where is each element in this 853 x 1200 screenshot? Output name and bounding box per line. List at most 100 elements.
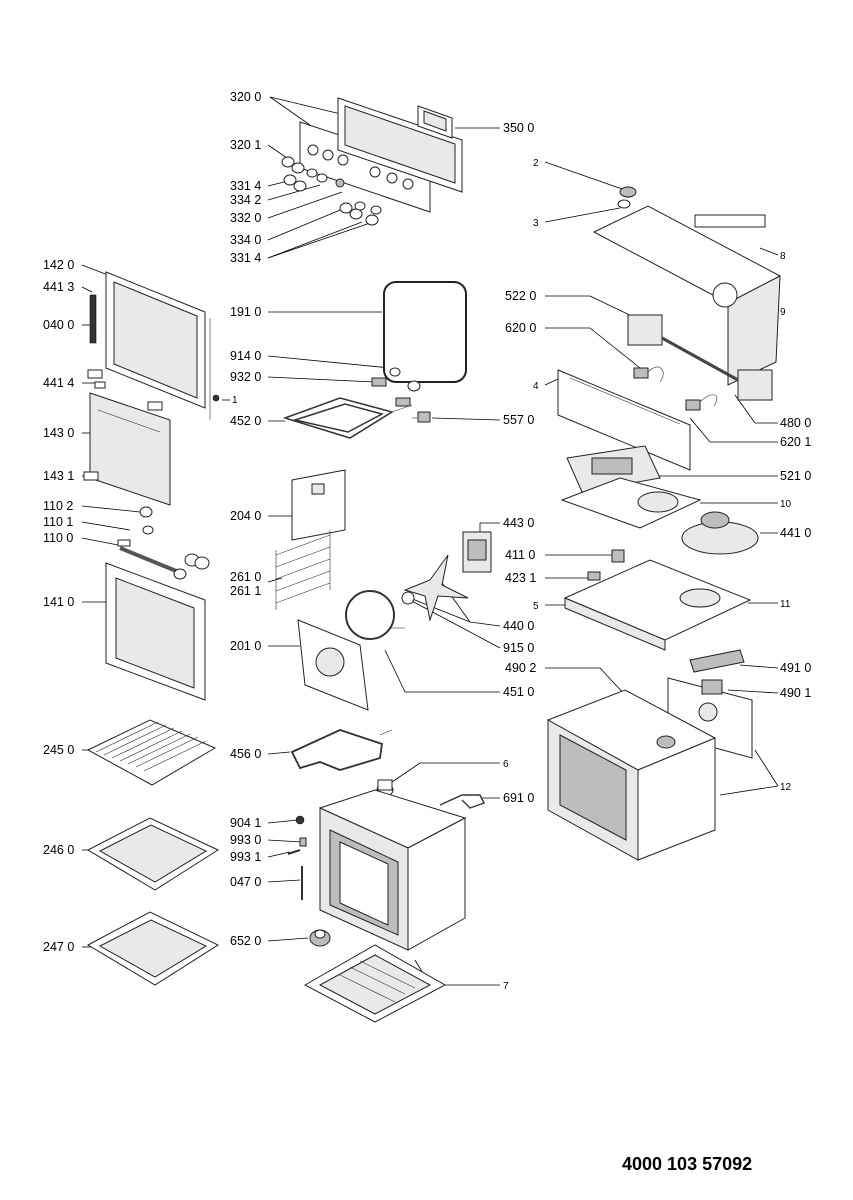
callout-number: 3 bbox=[533, 218, 539, 229]
part-label: 441 4 bbox=[43, 376, 74, 390]
part-label: 110 1 bbox=[43, 515, 73, 529]
fan-motor bbox=[462, 531, 492, 573]
callout-number: 12 bbox=[780, 782, 792, 793]
part-label: 261 0 bbox=[230, 570, 261, 584]
part-label: 245 0 bbox=[43, 743, 74, 757]
part-label: 480 0 bbox=[780, 416, 811, 430]
fan-cover bbox=[297, 619, 369, 711]
part-label: 110 0 bbox=[43, 531, 73, 545]
callout-number: 10 bbox=[780, 499, 792, 510]
oven-cavity bbox=[318, 789, 467, 951]
part-label: 320 1 bbox=[230, 138, 261, 152]
wiring-connectors bbox=[633, 366, 718, 411]
support-bracket bbox=[557, 369, 691, 471]
part-label: 334 0 bbox=[230, 233, 261, 247]
part-label: 441 3 bbox=[43, 280, 74, 294]
callout-number: 6 bbox=[503, 759, 509, 770]
cooling-duct-bottom bbox=[563, 559, 752, 651]
part-label: 110 2 bbox=[43, 499, 73, 513]
top-cover-washers bbox=[617, 186, 637, 209]
part-label: 440 0 bbox=[503, 619, 534, 633]
part-label: 914 0 bbox=[230, 349, 261, 363]
part-label: 334 2 bbox=[230, 193, 261, 207]
part-label: 521 0 bbox=[780, 469, 811, 483]
fan-nut bbox=[401, 591, 415, 605]
part-label: 491 0 bbox=[780, 661, 811, 675]
part-label: 443 0 bbox=[503, 516, 534, 530]
part-label: 456 0 bbox=[230, 747, 261, 761]
terminal-block bbox=[689, 649, 745, 673]
part-label: 993 0 bbox=[230, 833, 261, 847]
part-label: 143 0 bbox=[43, 426, 74, 440]
leader-lines bbox=[81, 96, 779, 986]
callout-number: 1 bbox=[232, 395, 238, 406]
fan-blade bbox=[403, 554, 469, 622]
part-label: 201 0 bbox=[230, 639, 261, 653]
part-label: 451 0 bbox=[503, 685, 534, 699]
part-label: 247 0 bbox=[43, 940, 74, 954]
callout-number: 8 bbox=[780, 251, 786, 262]
part-label: 620 1 bbox=[780, 435, 811, 449]
callout-labels: 320 0 350 0 320 1 331 4 334 2 332 0 334 … bbox=[43, 90, 811, 992]
part-label: 490 2 bbox=[505, 661, 536, 675]
door-hinges bbox=[87, 294, 220, 411]
callout-number: 9 bbox=[780, 307, 786, 318]
part-label: 452 0 bbox=[230, 414, 261, 428]
thermostat bbox=[412, 411, 431, 423]
back-cover-plate bbox=[291, 469, 346, 541]
part-label: 047 0 bbox=[230, 875, 261, 889]
door-outer-glass bbox=[105, 562, 206, 701]
part-label: 423 1 bbox=[505, 571, 536, 585]
part-label: 652 0 bbox=[230, 934, 261, 948]
grill-element bbox=[282, 397, 413, 439]
oven-housing bbox=[546, 689, 717, 861]
door-clips bbox=[83, 471, 154, 547]
part-label: 691 0 bbox=[503, 791, 534, 805]
cooling-fan bbox=[681, 511, 759, 555]
callout-number: 2 bbox=[533, 158, 539, 169]
part-label: 915 0 bbox=[503, 641, 534, 655]
part-label: 040 0 bbox=[43, 318, 74, 332]
door-handle bbox=[119, 546, 210, 580]
wire-shelf bbox=[86, 719, 217, 786]
top-cover-panel bbox=[592, 205, 782, 386]
callout-number: 5 bbox=[533, 601, 539, 612]
callout-number: 7 bbox=[503, 981, 509, 992]
bottom-element bbox=[290, 729, 393, 771]
part-label: 332 0 bbox=[230, 211, 261, 225]
callout-number: 11 bbox=[780, 599, 791, 610]
hinge-bracket bbox=[439, 794, 485, 809]
part-label: 904 1 bbox=[230, 816, 261, 830]
electronic-board bbox=[627, 314, 773, 401]
part-label: 246 0 bbox=[43, 843, 74, 857]
part-label: 143 1 bbox=[43, 469, 74, 483]
oven-floor-panel bbox=[303, 944, 447, 1023]
door-inner-glass bbox=[89, 392, 171, 506]
door-seal bbox=[383, 281, 467, 383]
part-label: 331 4 bbox=[230, 251, 261, 265]
drip-tray bbox=[86, 817, 220, 891]
control-panel-frame bbox=[337, 97, 463, 193]
lamp-assembly bbox=[371, 367, 421, 407]
part-label: 993 1 bbox=[230, 850, 261, 864]
part-label: 261 1 bbox=[230, 584, 261, 598]
cooling-duct-top bbox=[560, 477, 702, 529]
duct-components bbox=[587, 549, 625, 581]
part-label: 350 0 bbox=[503, 121, 534, 135]
part-label: 141 0 bbox=[43, 595, 74, 609]
document-number: 4000 103 57092 bbox=[622, 1154, 752, 1174]
part-label: 331 4 bbox=[230, 179, 261, 193]
temperature-probe-socket bbox=[309, 929, 331, 947]
part-label: 411 0 bbox=[505, 548, 535, 562]
part-label: 620 0 bbox=[505, 321, 536, 335]
part-label: 522 0 bbox=[505, 289, 536, 303]
display-module bbox=[417, 105, 453, 139]
circular-element bbox=[345, 590, 405, 640]
callout-number: 4 bbox=[533, 381, 539, 392]
baking-tray bbox=[86, 911, 220, 986]
door-outer-frame bbox=[105, 271, 211, 420]
part-label: 204 0 bbox=[230, 509, 261, 523]
part-label: 320 0 bbox=[230, 90, 261, 104]
part-label: 441 0 bbox=[780, 526, 811, 540]
